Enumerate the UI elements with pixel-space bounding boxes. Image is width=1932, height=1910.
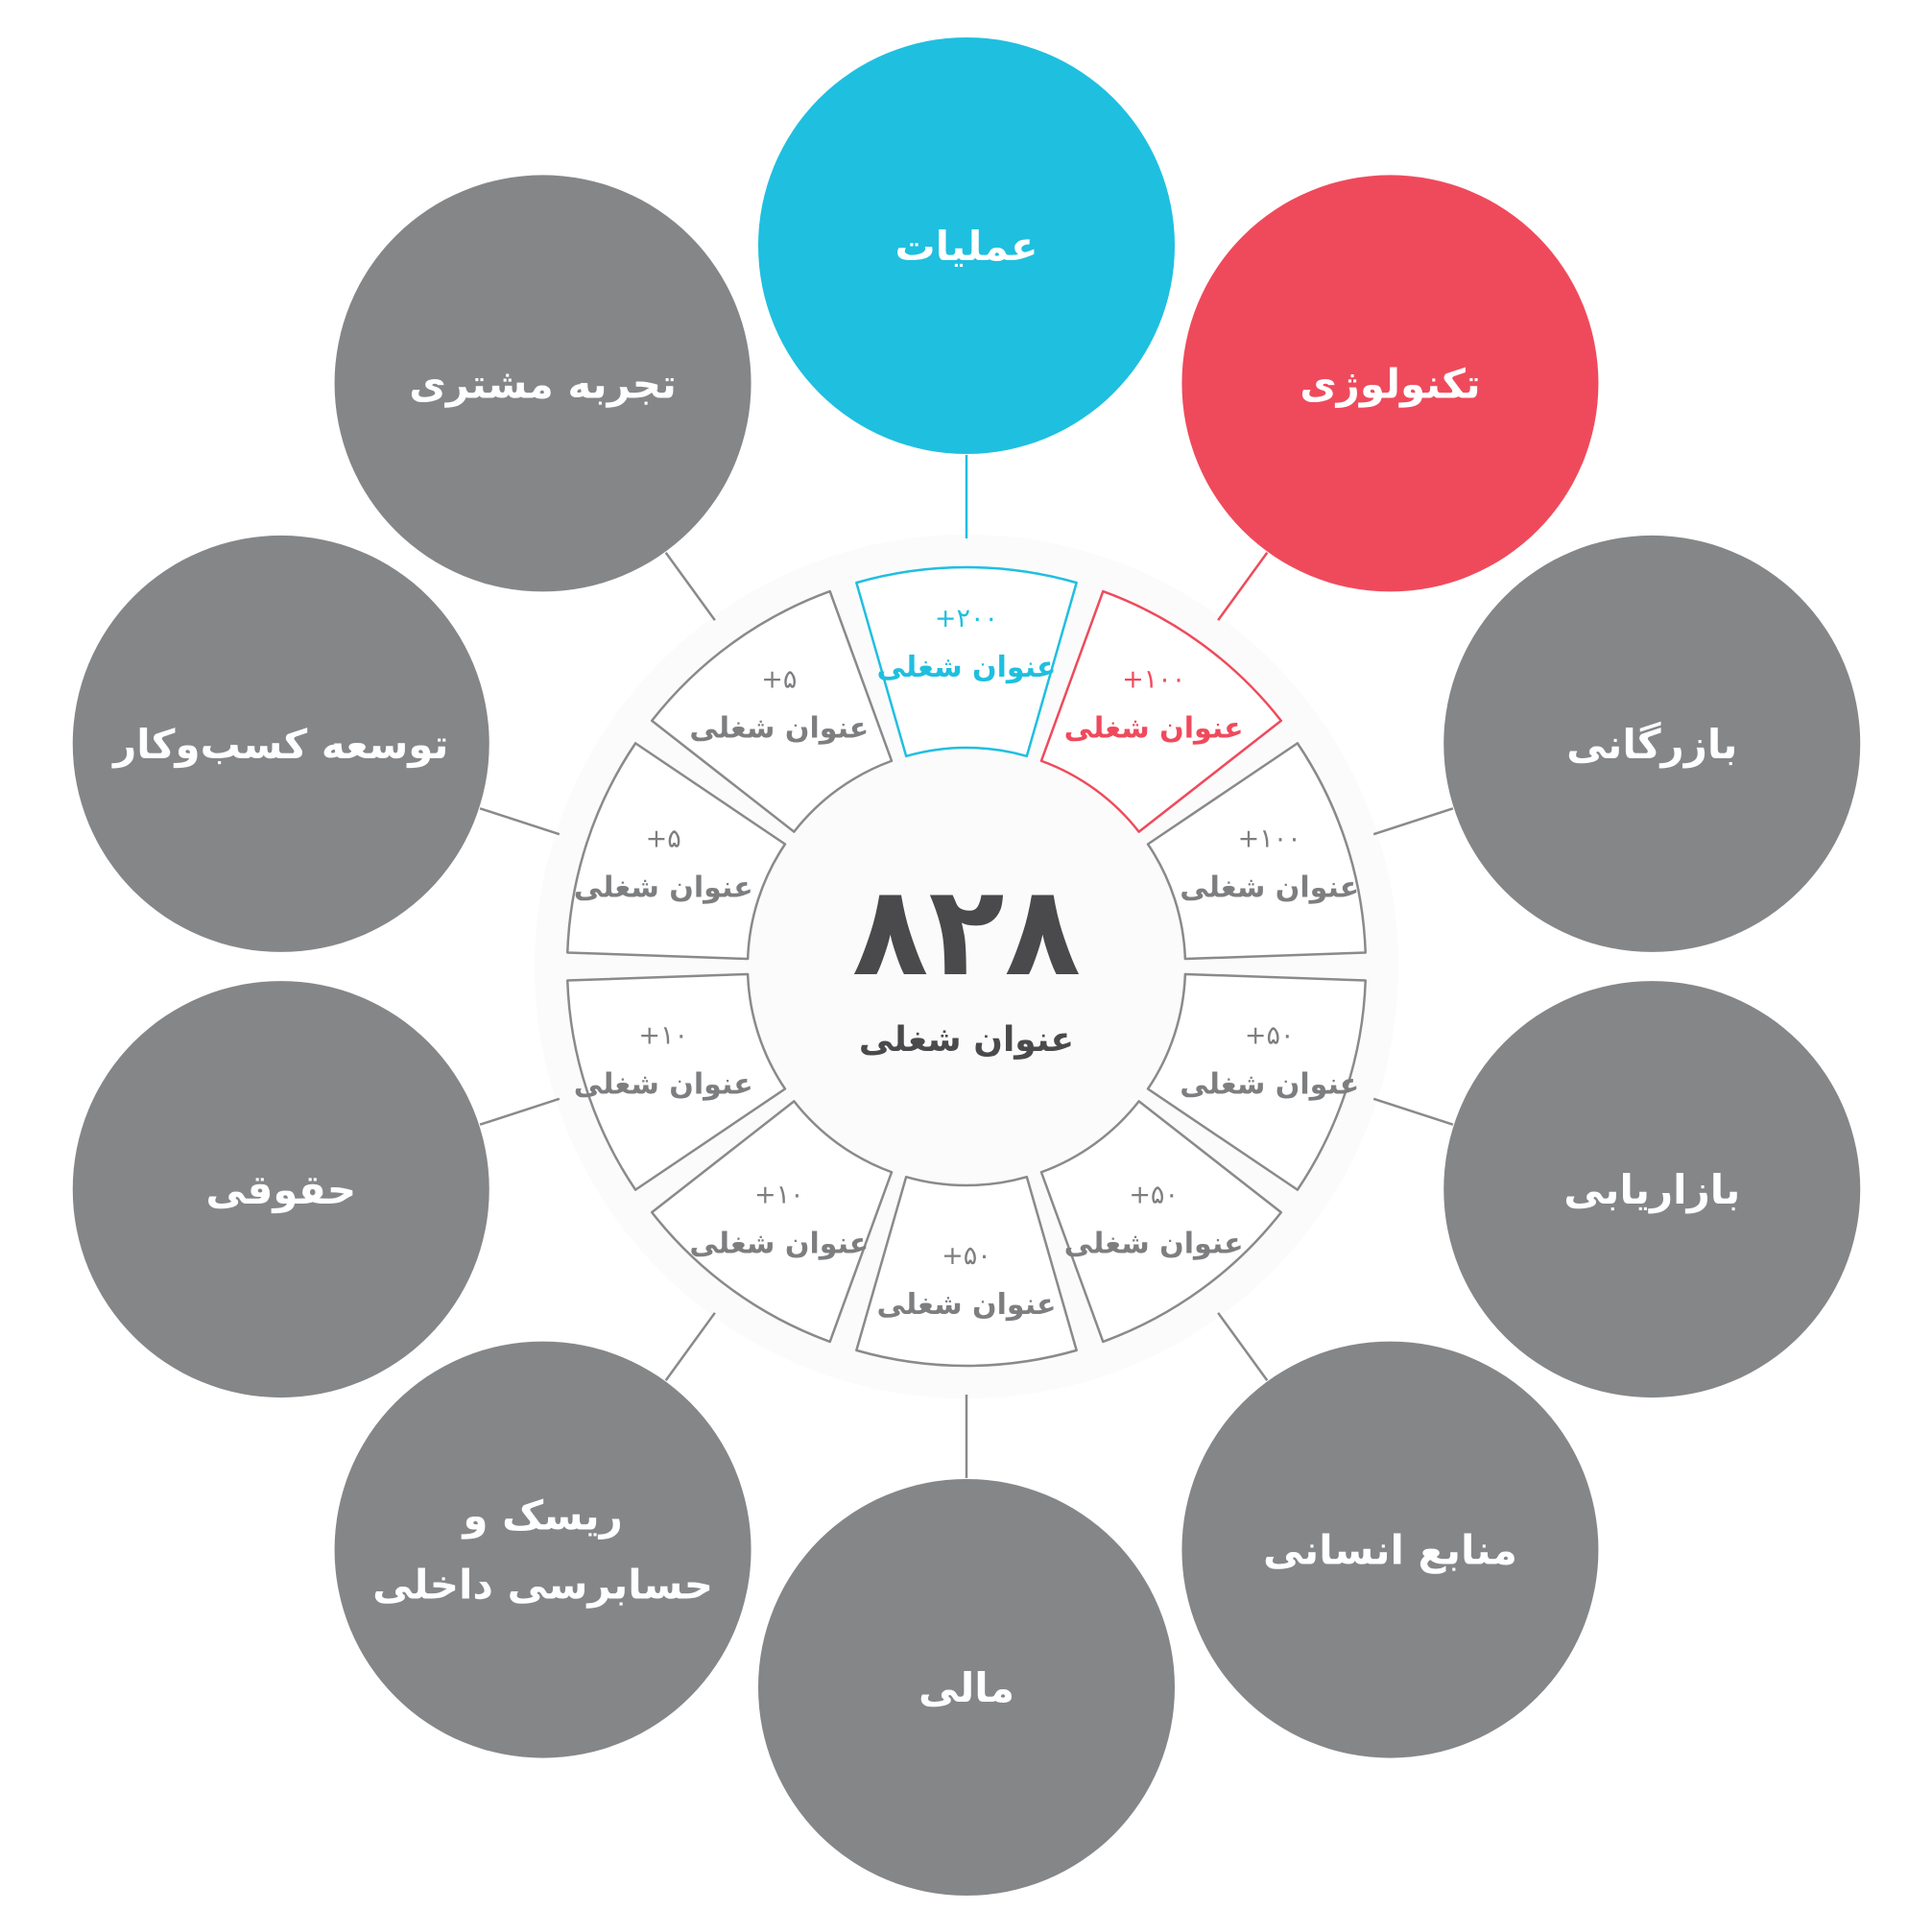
job-sector[interactable]: +۵ عنوان شغلی — [650, 589, 894, 833]
department-circle-shape — [1181, 175, 1599, 592]
job-count: +۵۰ — [1245, 1021, 1295, 1051]
department-name: منابع انسانی — [1263, 1527, 1517, 1575]
job-title: عنوان شغلی — [574, 1068, 753, 1102]
center-total: ۸۲۸ — [852, 858, 1081, 1004]
department-circle-shape — [72, 535, 489, 952]
job-sector[interactable]: +۲۰۰ عنوان شغلی — [855, 565, 1078, 758]
job-sector[interactable]: +۱۰ عنوان شغلی — [650, 1100, 894, 1344]
job-title: عنوان شغلی — [689, 1228, 869, 1261]
job-sector-shape — [855, 565, 1078, 758]
job-sector[interactable]: +۵۰ عنوان شغلی — [1039, 1100, 1283, 1344]
job-title: عنوان شغلی — [877, 1288, 1057, 1322]
job-sector-shape — [855, 1175, 1078, 1368]
department-circle-shape — [334, 175, 751, 592]
job-sector-shape — [650, 1100, 894, 1344]
department-name: ریسک و — [461, 1492, 622, 1540]
job-sector[interactable]: +۱۰۰ عنوان شغلی — [1146, 742, 1367, 961]
connector-line — [479, 1097, 561, 1126]
connector-line — [1372, 807, 1454, 836]
department-circle-shape — [758, 37, 1175, 454]
job-count: +۵ — [761, 664, 797, 694]
job-title: عنوان شغلی — [574, 871, 753, 904]
connector-line — [1372, 1097, 1454, 1126]
job-count: +۱۰ — [754, 1181, 804, 1210]
connector-line — [664, 552, 716, 621]
department-name: عملیات — [894, 223, 1038, 270]
department-name: مالی — [918, 1664, 1014, 1711]
department-circle[interactable]: منابع انسانی — [1181, 1341, 1599, 1758]
job-count: +۱۰ — [638, 1021, 688, 1051]
department-circle-shape — [1181, 1341, 1599, 1758]
job-count: +۵ — [646, 824, 681, 853]
job-count: +۵۰ — [942, 1241, 991, 1271]
department-name: حسابرسی داخلی — [372, 1562, 713, 1610]
department-circle[interactable]: ریسک و حسابرسی داخلی — [334, 1341, 751, 1758]
job-sector-shape — [1039, 589, 1283, 833]
department-name: تکنولوژی — [1300, 360, 1480, 408]
department-name: حقوقی — [205, 1166, 356, 1214]
job-sector-shape — [566, 742, 787, 961]
department-circle-shape — [72, 981, 489, 1398]
connector-line — [479, 807, 561, 836]
job-count: +۵۰ — [1129, 1181, 1179, 1210]
job-sector-shape — [566, 972, 787, 1191]
connector-line — [664, 1312, 716, 1381]
department-circle-shape — [758, 1479, 1175, 1896]
job-sector[interactable]: +۱۰۰ عنوان شغلی — [1039, 589, 1283, 833]
department-circle[interactable]: مالی — [758, 1479, 1175, 1896]
job-title: عنوان شغلی — [1180, 1068, 1359, 1102]
job-count: +۱۰۰ — [1238, 824, 1301, 853]
department-circle[interactable]: حقوقی — [72, 981, 489, 1398]
job-sector[interactable]: +۱۰ عنوان شغلی — [566, 972, 787, 1191]
job-title: عنوان شغلی — [1064, 1228, 1244, 1261]
department-name: توسعه کسب‌وکار — [111, 721, 448, 769]
job-sector-shape — [1039, 1100, 1283, 1344]
connector-line — [1217, 1312, 1269, 1381]
job-title: عنوان شغلی — [689, 711, 869, 745]
department-circle-shape — [1443, 981, 1861, 1398]
job-sector[interactable]: +۵ عنوان شغلی — [566, 742, 787, 961]
department-circle-shape — [1443, 535, 1861, 952]
job-title: عنوان شغلی — [877, 651, 1057, 684]
department-circle[interactable]: تجربه مشتری — [334, 175, 751, 592]
department-circle[interactable]: بازرگانی — [1443, 535, 1861, 952]
department-circle[interactable]: تکنولوژی — [1181, 175, 1599, 592]
job-sector-shape — [1146, 972, 1367, 1191]
job-sector-shape — [1146, 742, 1367, 961]
job-sector[interactable]: +۵۰ عنوان شغلی — [1146, 972, 1367, 1191]
center-label: عنوان شغلی — [859, 1020, 1074, 1060]
job-title: عنوان شغلی — [1064, 711, 1244, 745]
department-circle[interactable]: عملیات — [758, 37, 1175, 454]
job-sector-shape — [650, 589, 894, 833]
department-name: بازرگانی — [1566, 721, 1737, 768]
department-circle[interactable]: توسعه کسب‌وکار — [72, 535, 489, 952]
job-count: +۲۰۰ — [935, 604, 998, 633]
department-circle[interactable]: بازاریابی — [1443, 981, 1861, 1398]
connector-line — [1217, 552, 1269, 621]
department-name: تجربه مشتری — [409, 360, 677, 408]
department-name: بازاریابی — [1563, 1166, 1740, 1213]
job-sector[interactable]: +۵۰ عنوان شغلی — [855, 1175, 1078, 1368]
job-title: عنوان شغلی — [1180, 871, 1359, 904]
job-count: +۱۰۰ — [1122, 664, 1185, 694]
department-circle-shape — [334, 1341, 751, 1758]
